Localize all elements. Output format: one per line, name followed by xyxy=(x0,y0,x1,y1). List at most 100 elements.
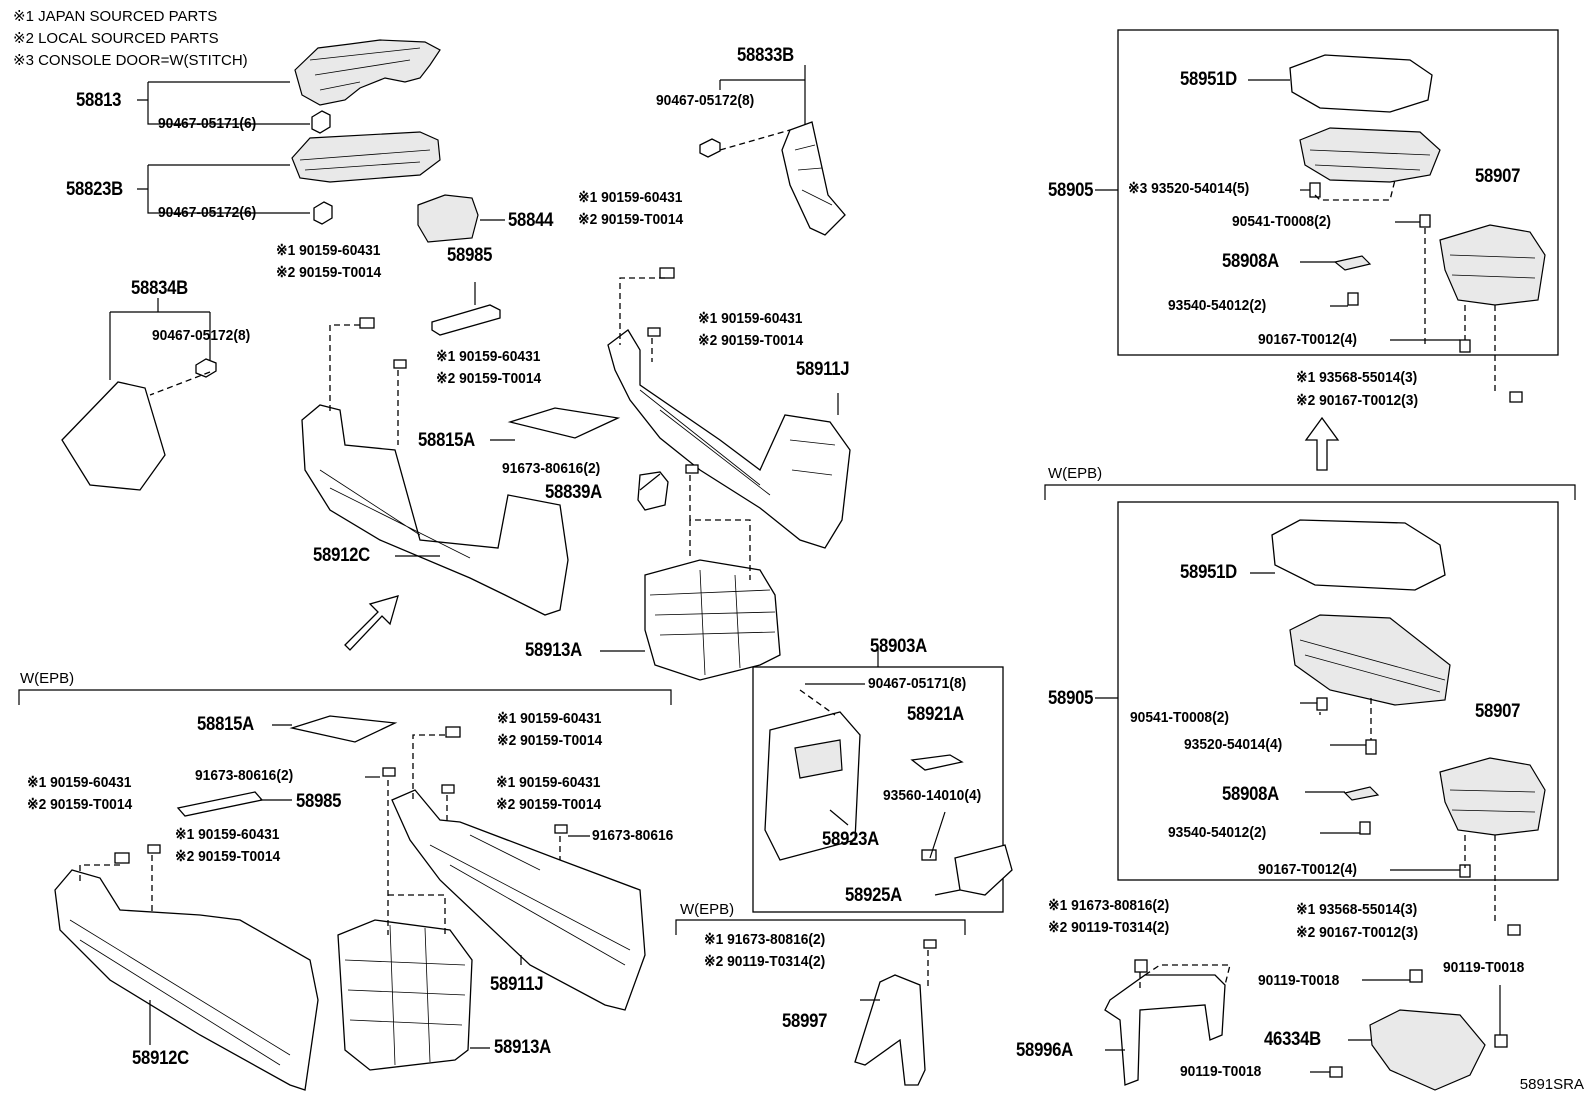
label-58815A-bot: 58815A xyxy=(197,714,254,735)
part-58913A-bot-shape xyxy=(337,919,473,1071)
label-58908A-bot: 58908A xyxy=(1222,784,1279,805)
part-58813-shape xyxy=(294,39,441,106)
section-w-epb-mid: W(EPB) xyxy=(680,901,735,918)
label-b3-2: ※2 90159-T0014 xyxy=(496,796,602,813)
armrest-box-lower xyxy=(1117,501,1559,881)
label-58815A-top: 58815A xyxy=(418,430,475,451)
label-a1-1: ※1 90159-60431 xyxy=(578,189,683,206)
label-58997: 58997 xyxy=(782,1011,828,1032)
label-58903A: 58903A xyxy=(870,636,927,657)
label-a3-2: ※2 90159-T0014 xyxy=(698,332,804,349)
part-armrest-base-top-shape xyxy=(1299,127,1441,183)
part-58997-shape xyxy=(854,974,926,1086)
label-a4-1: ※1 90159-60431 xyxy=(436,348,541,365)
part-58912C-top-shape xyxy=(301,404,569,616)
label-90541-top: 90541-T0008(2) xyxy=(1232,213,1331,230)
label-58951D-bot: 58951D xyxy=(1180,562,1237,583)
label-58813: 58813 xyxy=(76,90,122,111)
label-58839A: 58839A xyxy=(545,482,602,503)
part-58951D-bot-shape xyxy=(1271,519,1446,591)
bracket-w-epb-left xyxy=(18,689,672,705)
label-c1: ※1 91673-80816(2) xyxy=(704,931,826,948)
part-58908A-bot-shape xyxy=(1343,786,1380,801)
label-58913A-bot: 58913A xyxy=(494,1037,551,1058)
label-b4-2: ※2 90159-T0014 xyxy=(175,848,281,865)
part-58996A-shape xyxy=(1104,964,1231,1086)
armrest-box-upper xyxy=(1117,29,1559,356)
note-console-door: ※3 CONSOLE DOOR=W(STITCH) xyxy=(13,52,248,69)
label-b3-1: ※1 90159-60431 xyxy=(496,774,601,791)
label-58833B: 58833B xyxy=(737,45,794,66)
label-58923A: 58923A xyxy=(822,829,879,850)
label-a2-2: ※2 90159-T0014 xyxy=(276,264,382,281)
label-c2: ※2 90119-T0314(2) xyxy=(704,953,826,970)
part-58912C-bot-shape xyxy=(54,869,319,1091)
label-90167-top: 90167-T0012(4) xyxy=(1258,331,1357,348)
dashed-lines xyxy=(79,129,1496,990)
label-90541-bot: 90541-T0008(2) xyxy=(1130,709,1229,726)
part-58815A-top-shape xyxy=(507,407,621,439)
part-58833B-shape xyxy=(781,121,846,236)
label-a2-1: ※1 90159-60431 xyxy=(276,242,381,259)
label-93568-3: ※1 93568-55014(3) xyxy=(1296,901,1418,918)
screw-icon xyxy=(114,182,1523,1078)
label-90467-box: 90467-05171(8) xyxy=(868,675,967,692)
part-58913A-top-shape xyxy=(644,559,781,681)
label-93568-1: ※1 93568-55014(3) xyxy=(1296,369,1418,386)
label-90167-bot: 90167-T0012(4) xyxy=(1258,861,1357,878)
part-58907-top-shape xyxy=(1439,224,1546,306)
label-b2-1: ※1 90159-60431 xyxy=(27,774,132,791)
label-58823B: 58823B xyxy=(66,179,123,200)
label-93520-bot: 93520-54014(4) xyxy=(1184,736,1283,753)
label-a3-1: ※1 90159-60431 xyxy=(698,310,803,327)
part-58921A-shape xyxy=(910,754,964,771)
label-58921A: 58921A xyxy=(907,704,964,725)
label-a4-2: ※2 90159-T0014 xyxy=(436,370,542,387)
section-w-epb-left: W(EPB) xyxy=(20,670,75,687)
label-58908A-top: 58908A xyxy=(1222,251,1279,272)
label-46334B: 46334B xyxy=(1264,1029,1321,1050)
label-90119-b: 90119-T0018 xyxy=(1443,959,1525,976)
part-58985-top-shape xyxy=(431,304,501,336)
label-58913A-top: 58913A xyxy=(525,640,582,661)
part-58907-bot-shape xyxy=(1439,757,1546,836)
label-58905-top: 58905 xyxy=(1048,180,1094,201)
part-58908A-top-shape xyxy=(1333,255,1372,271)
bracket-w-epb-mid xyxy=(675,919,966,935)
label-58912C-bot: 58912C xyxy=(132,1048,189,1069)
label-58834B-clip: 90467-05172(8) xyxy=(152,327,251,344)
label-b4-1: ※1 90159-60431 xyxy=(175,826,280,843)
leader-lines xyxy=(109,65,1501,1073)
part-58839A-shape xyxy=(637,471,669,511)
label-93540-bot: 93540-54012(2) xyxy=(1168,824,1267,841)
label-a1-2: ※2 90159-T0014 xyxy=(578,211,684,228)
label-58925A: 58925A xyxy=(845,885,902,906)
label-58905-bot: 58905 xyxy=(1048,688,1094,709)
label-b1-1: ※1 90159-60431 xyxy=(497,710,602,727)
label-58951D-top: 58951D xyxy=(1180,69,1237,90)
label-58823B-clip: 90467-05172(6) xyxy=(158,204,257,221)
label-91673-top: 91673-80616(2) xyxy=(502,460,601,477)
label-91673-single: 91673-80616 xyxy=(592,827,674,844)
bracket-w-epb-right xyxy=(1044,484,1576,500)
part-58911J-bot-shape xyxy=(391,789,646,1011)
label-58907-bot: 58907 xyxy=(1475,701,1521,722)
label-58911J-top: 58911J xyxy=(796,359,850,380)
part-58834B-shape xyxy=(61,381,166,491)
part-58911J-top-shape xyxy=(607,329,851,549)
label-58985-bot: 58985 xyxy=(296,791,342,812)
part-58923A-shape xyxy=(764,711,861,861)
label-58907-top: 58907 xyxy=(1475,166,1521,187)
label-91673-bot: 91673-80616(2) xyxy=(195,767,294,784)
section-w-epb-right: W(EPB) xyxy=(1048,465,1103,482)
part-58844-shape xyxy=(417,194,479,243)
label-58834B: 58834B xyxy=(131,278,188,299)
label-b2-2: ※2 90159-T0014 xyxy=(27,796,133,813)
label-58844: 58844 xyxy=(508,210,554,231)
label-90119-a: 90119-T0018 xyxy=(1258,972,1340,989)
note-local-sourced: ※2 LOCAL SOURCED PARTS xyxy=(13,30,219,47)
label-d1: ※1 91673-80816(2) xyxy=(1048,897,1170,914)
part-58951D-top-shape xyxy=(1289,54,1433,113)
label-58996A: 58996A xyxy=(1016,1040,1073,1061)
